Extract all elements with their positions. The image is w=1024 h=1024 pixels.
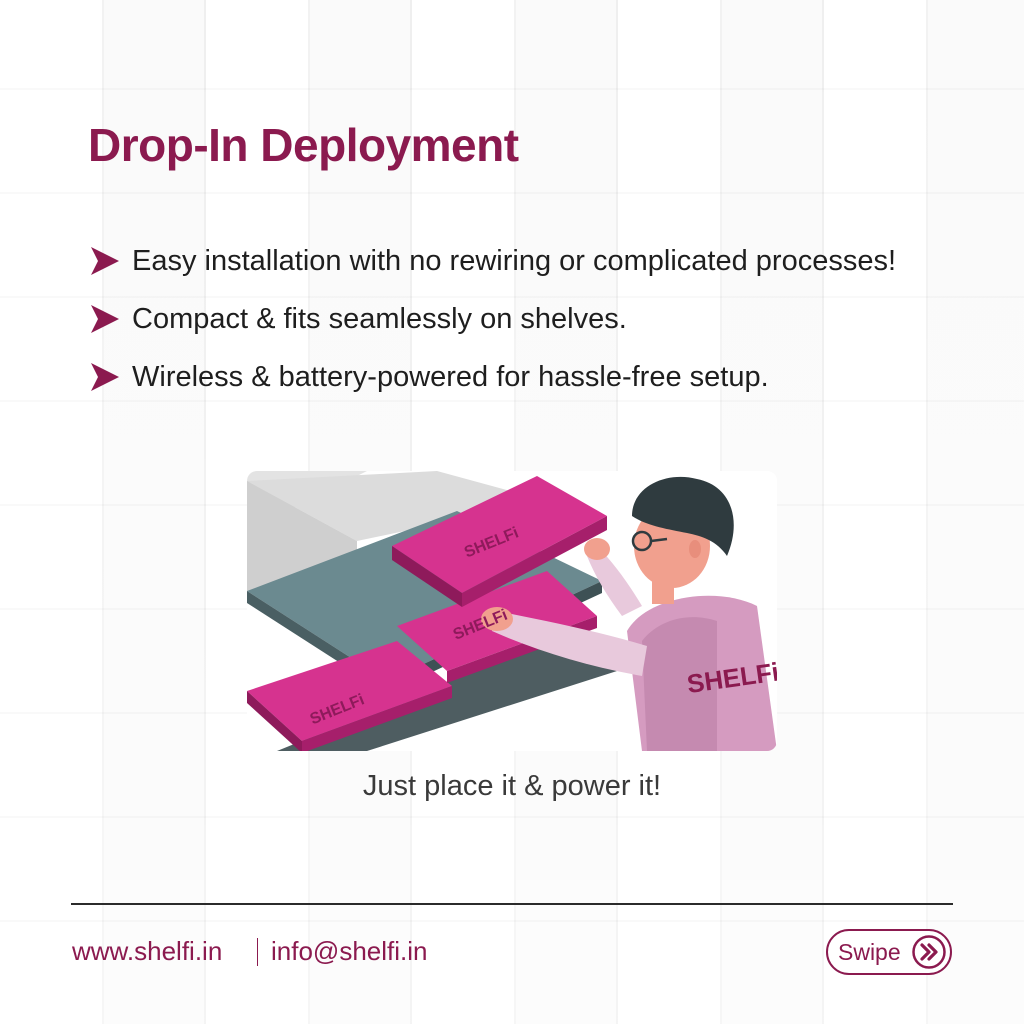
double-chevron-right-icon bbox=[912, 935, 946, 969]
arrow-right-icon bbox=[91, 363, 119, 391]
footer-divider bbox=[71, 903, 953, 905]
arrow-right-icon bbox=[91, 305, 119, 333]
arrow-right-icon bbox=[91, 247, 119, 275]
feature-text: Wireless & battery-powered for hassle-fr… bbox=[132, 360, 769, 393]
swipe-button[interactable]: Swipe bbox=[826, 929, 952, 975]
footer-separator bbox=[257, 938, 258, 966]
feature-text: Easy installation with no rewiring or co… bbox=[132, 244, 897, 277]
website-link[interactable]: www.shelfi.in bbox=[72, 936, 223, 966]
caption: Just place it & power it! bbox=[362, 770, 662, 802]
illustration-svg: SHELFi SHELFi SHELFi SHELFi bbox=[247, 471, 777, 751]
list-item: Compact & fits seamlessly on shelves. bbox=[88, 290, 896, 348]
feature-list: Easy installation with no rewiring or co… bbox=[88, 232, 896, 406]
page-title: Drop-In Deployment bbox=[88, 119, 519, 171]
swipe-label: Swipe bbox=[838, 938, 901, 965]
installation-illustration: SHELFi SHELFi SHELFi SHELFi bbox=[247, 471, 777, 751]
email-link[interactable]: info@shelfi.in bbox=[271, 936, 428, 966]
list-item: Wireless & battery-powered for hassle-fr… bbox=[88, 348, 896, 406]
list-item: Easy installation with no rewiring or co… bbox=[88, 232, 896, 290]
feature-text: Compact & fits seamlessly on shelves. bbox=[132, 302, 627, 335]
